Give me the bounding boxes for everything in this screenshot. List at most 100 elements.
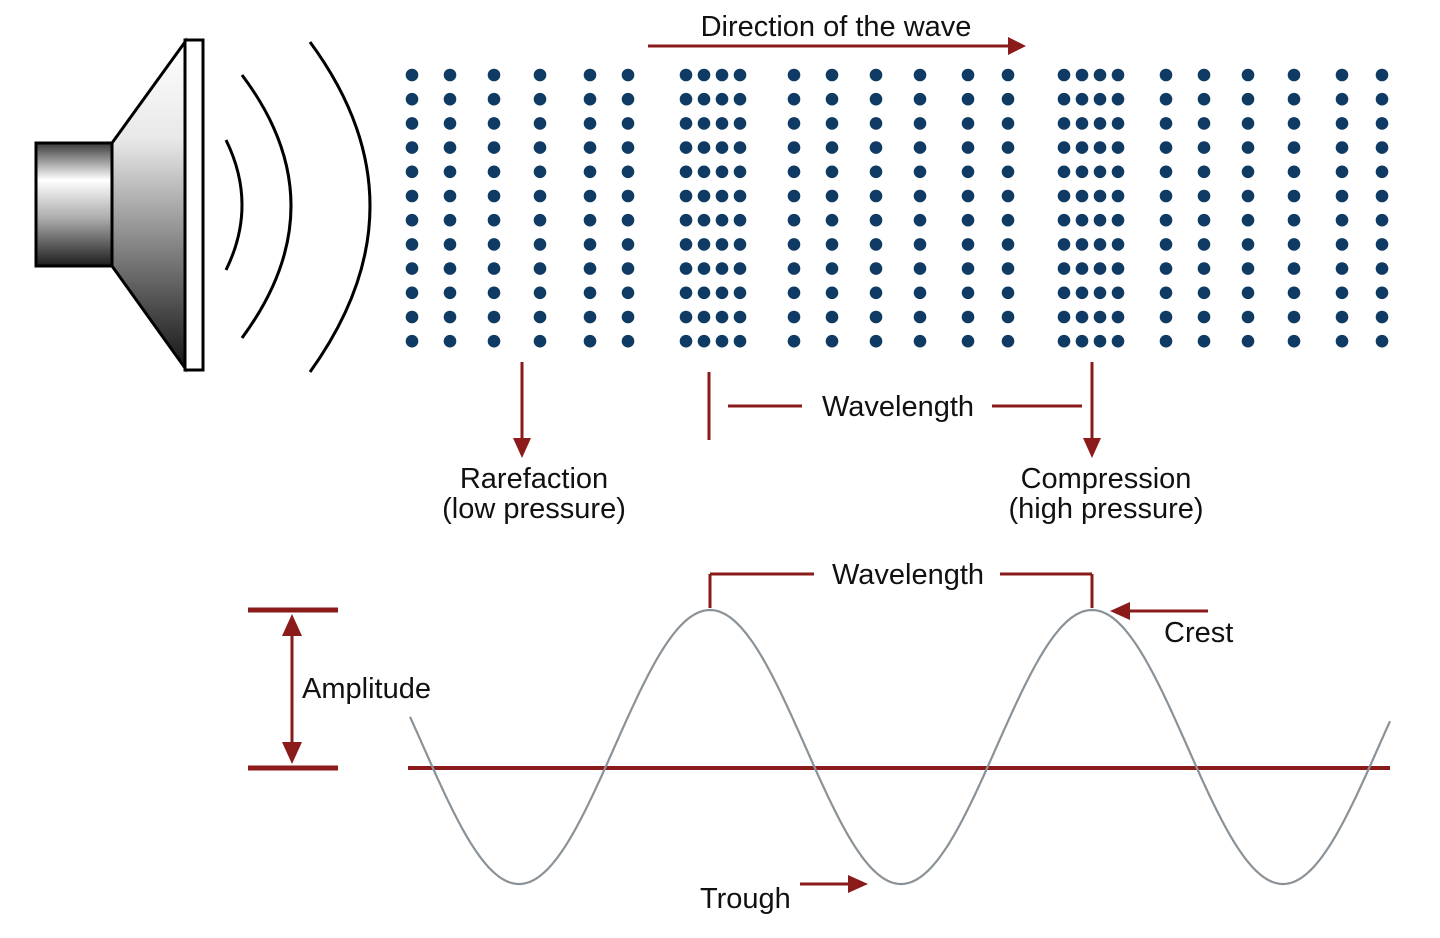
trough-label: Trough bbox=[700, 883, 791, 915]
air-particle bbox=[1241, 286, 1255, 300]
compression-sublabel: (high pressure) bbox=[1008, 493, 1203, 525]
air-particle bbox=[1287, 334, 1301, 348]
air-particle bbox=[583, 189, 597, 203]
air-particle bbox=[869, 165, 883, 179]
air-particle bbox=[1111, 141, 1125, 154]
air-particle bbox=[443, 310, 457, 324]
air-particle bbox=[1375, 213, 1389, 227]
air-particle bbox=[1093, 68, 1107, 82]
air-particle bbox=[825, 189, 839, 203]
air-particle bbox=[1335, 165, 1349, 179]
air-particle bbox=[913, 310, 927, 324]
air-particle bbox=[533, 262, 547, 275]
air-particle bbox=[1287, 117, 1301, 130]
air-particle bbox=[405, 334, 419, 348]
air-particle bbox=[1335, 117, 1349, 130]
air-particle bbox=[733, 262, 747, 275]
air-particle bbox=[1375, 141, 1389, 154]
air-particle bbox=[697, 117, 711, 130]
air-particle bbox=[1075, 238, 1089, 251]
air-particle bbox=[733, 165, 747, 179]
sound-arc-small bbox=[224, 139, 244, 271]
air-particle bbox=[1287, 262, 1301, 275]
air-particle bbox=[961, 262, 975, 275]
transverse-wave-curve bbox=[408, 608, 1392, 886]
air-particle bbox=[961, 310, 975, 324]
air-particle bbox=[869, 189, 883, 203]
air-particle bbox=[583, 117, 597, 130]
air-particle bbox=[1335, 141, 1349, 154]
air-particle bbox=[1335, 286, 1349, 300]
air-particle bbox=[825, 141, 839, 154]
air-particle bbox=[913, 165, 927, 179]
air-particle bbox=[405, 286, 419, 300]
air-particle bbox=[1093, 238, 1107, 251]
air-particle bbox=[825, 310, 839, 324]
air-particle bbox=[1197, 238, 1211, 251]
air-particle bbox=[1057, 117, 1071, 130]
air-particle bbox=[913, 213, 927, 227]
amplitude-marker bbox=[248, 607, 338, 771]
air-particle bbox=[1197, 286, 1211, 300]
air-particle bbox=[443, 165, 457, 179]
air-particle bbox=[913, 68, 927, 82]
air-particle bbox=[443, 286, 457, 300]
air-particle bbox=[787, 141, 801, 154]
air-particle bbox=[1093, 310, 1107, 324]
air-particle bbox=[913, 141, 927, 154]
air-particle bbox=[1057, 141, 1071, 154]
air-particle bbox=[1001, 141, 1015, 154]
air-particle bbox=[583, 92, 597, 106]
air-particle bbox=[1335, 310, 1349, 324]
air-particle bbox=[1111, 92, 1125, 106]
air-particle bbox=[487, 117, 501, 130]
air-particle bbox=[825, 286, 839, 300]
sound-arcs bbox=[224, 41, 372, 373]
air-particle bbox=[1375, 262, 1389, 275]
direction-arrow bbox=[648, 37, 1026, 55]
air-particle bbox=[715, 286, 729, 300]
air-particle bbox=[825, 117, 839, 130]
air-particle bbox=[487, 334, 501, 348]
air-particle bbox=[1241, 141, 1255, 154]
air-particle bbox=[1057, 334, 1071, 348]
air-particle bbox=[679, 165, 693, 179]
direction-label: Direction of the wave bbox=[701, 11, 972, 43]
air-particle bbox=[869, 262, 883, 275]
rarefaction-arrow bbox=[513, 362, 531, 458]
air-particle bbox=[715, 213, 729, 227]
air-particle bbox=[697, 286, 711, 300]
air-particle bbox=[1001, 117, 1015, 130]
air-particle bbox=[621, 238, 635, 251]
air-particle bbox=[913, 262, 927, 275]
air-particle bbox=[487, 238, 501, 251]
air-particle bbox=[825, 68, 839, 82]
air-particle bbox=[1057, 165, 1071, 179]
air-particle bbox=[869, 68, 883, 82]
wavelength-label-top: Wavelength bbox=[822, 391, 974, 423]
air-particle bbox=[1093, 213, 1107, 227]
air-particle bbox=[715, 92, 729, 106]
air-particle bbox=[697, 141, 711, 154]
air-particle bbox=[1197, 117, 1211, 130]
air-particle bbox=[405, 117, 419, 130]
air-particle bbox=[1001, 165, 1015, 179]
air-particle bbox=[1093, 262, 1107, 275]
air-particle bbox=[787, 189, 801, 203]
air-particle bbox=[1241, 117, 1255, 130]
air-particle bbox=[715, 117, 729, 130]
air-particle bbox=[679, 310, 693, 324]
air-particle bbox=[787, 213, 801, 227]
air-particle bbox=[583, 213, 597, 227]
wavelength-label-bottom: Wavelength bbox=[832, 559, 984, 591]
air-particle bbox=[1335, 92, 1349, 106]
air-particle bbox=[679, 334, 693, 348]
air-particle bbox=[1093, 92, 1107, 106]
air-particle bbox=[1111, 165, 1125, 179]
air-particle bbox=[1335, 238, 1349, 251]
air-particle bbox=[733, 92, 747, 106]
air-particle bbox=[621, 92, 635, 106]
air-particle bbox=[405, 189, 419, 203]
air-particle bbox=[1159, 310, 1173, 324]
air-particle bbox=[621, 117, 635, 130]
